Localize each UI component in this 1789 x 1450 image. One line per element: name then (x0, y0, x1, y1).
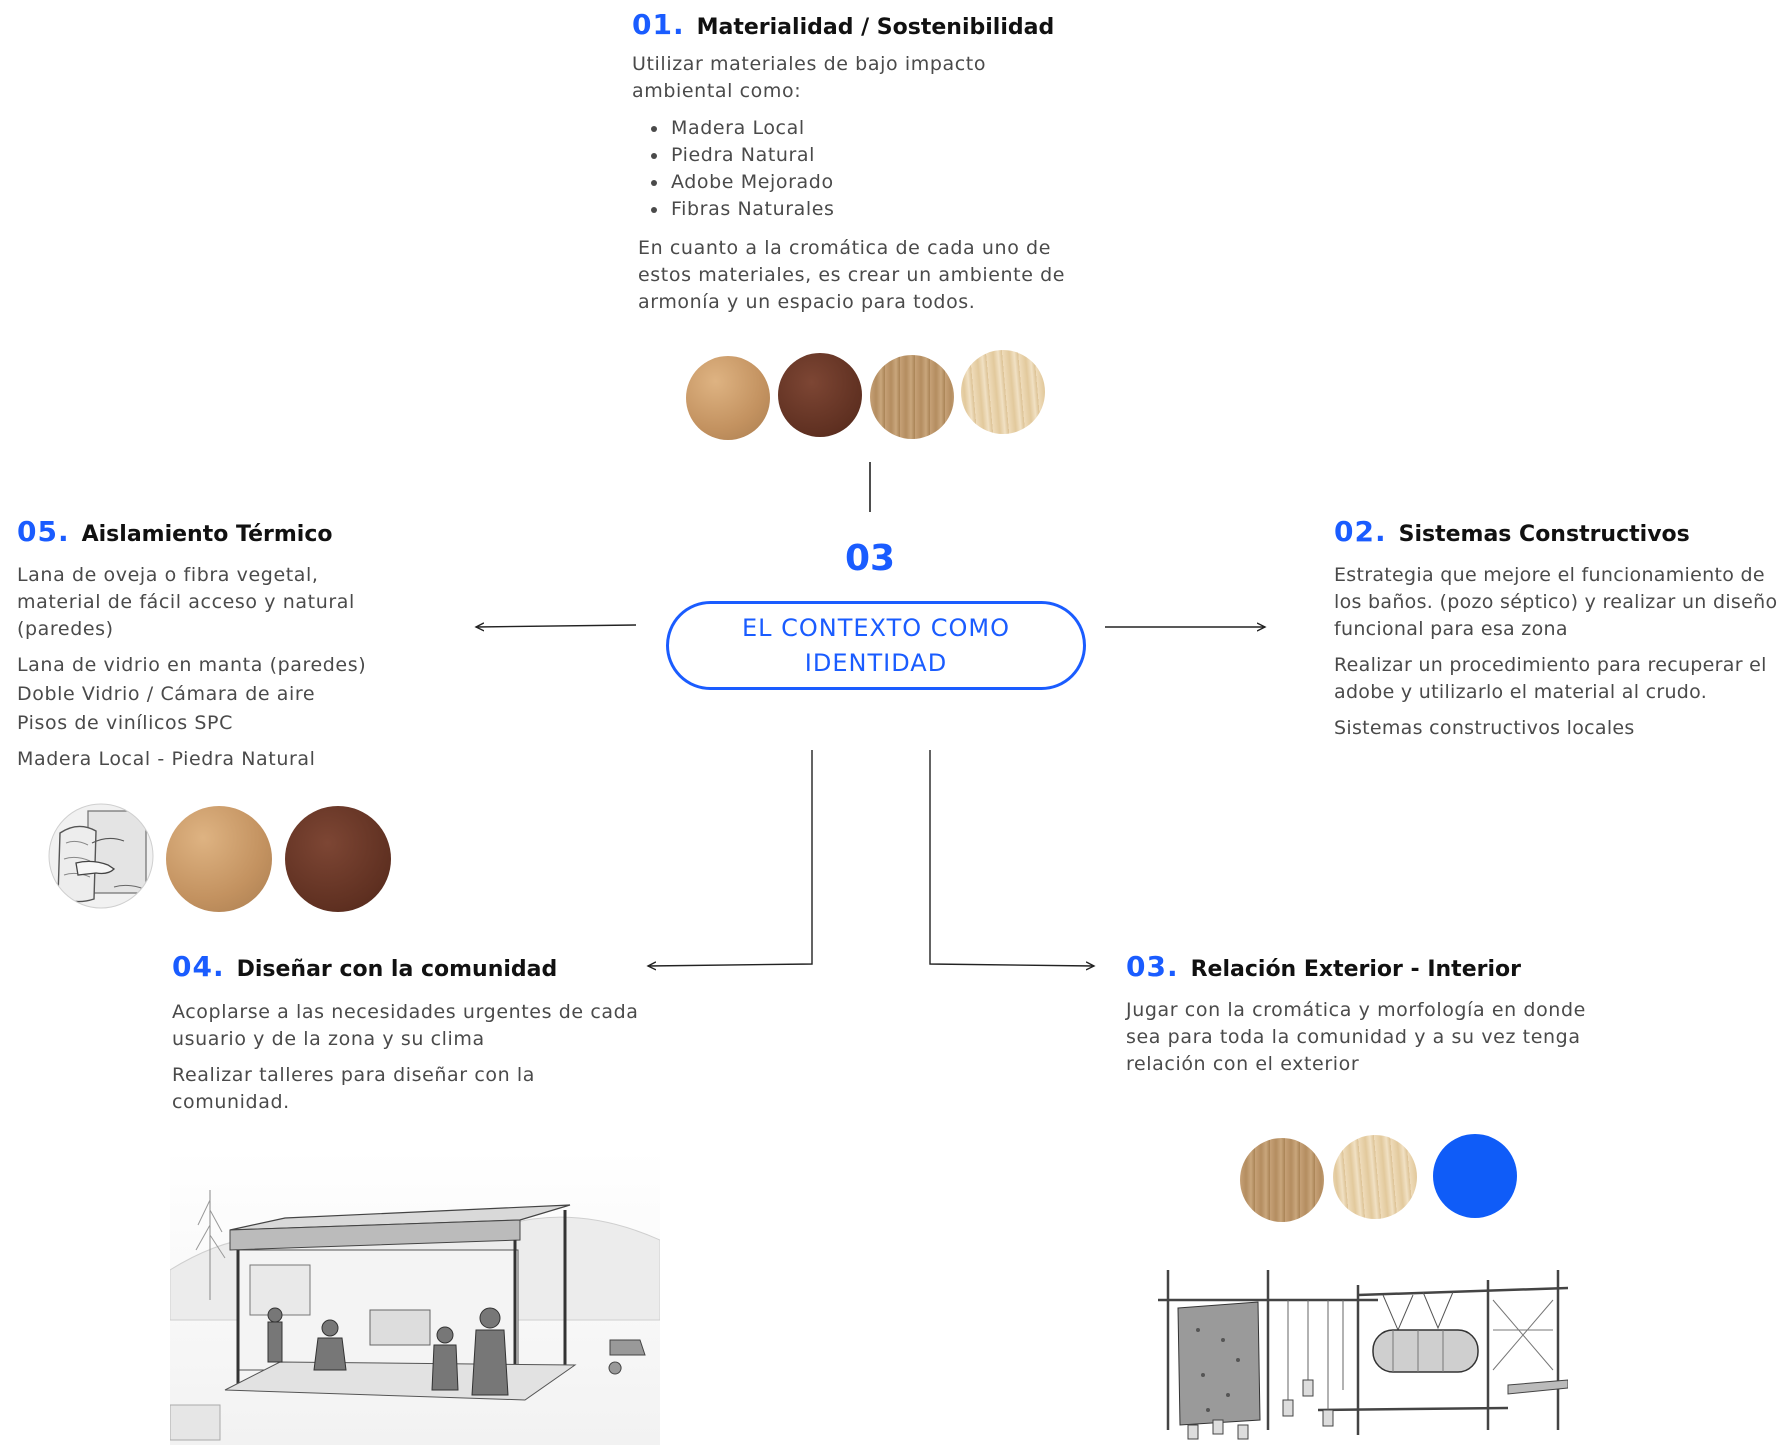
section-number: 02. (1334, 515, 1387, 548)
connector-bottom-left (648, 750, 813, 966)
section-title: Sistemas Constructivos (1398, 522, 1690, 547)
section-title: Diseñar con la comunidad (236, 957, 558, 982)
center-label-line2: IDENTIDAD (804, 648, 948, 677)
dark-wood-swatch (778, 353, 862, 437)
light-wood-swatch (961, 350, 1045, 434)
section-paragraph: Estrategia que mejore el funcionamiento … (1334, 564, 1778, 640)
section-number: 03. (1126, 950, 1179, 983)
section-03: 03. Relación Exterior - Interior Jugar c… (1126, 950, 1626, 1078)
list-item: Adobe Mejorado (669, 169, 1092, 196)
section-paragraph: Realizar talleres para diseñar con la co… (172, 1064, 536, 1113)
list-item: Fibras Naturales (669, 196, 1092, 223)
section-body: En cuanto a la cromática de cada uno de … (638, 237, 1066, 313)
section-02: 02. Sistemas Constructivos Estrategia qu… (1334, 515, 1786, 742)
section-number: 05. (17, 515, 70, 548)
section-number: 01. (632, 8, 685, 41)
center-number: 03 (844, 538, 896, 579)
medium-wood-swatch (870, 355, 954, 439)
section-paragraph: Sistemas constructivos locales (1334, 717, 1635, 739)
materials-list: Madera Local Piedra Natural Adobe Mejora… (632, 115, 1092, 223)
section-paragraph: Acoplarse a las necesidades urgentes de … (172, 1001, 639, 1050)
section-04: 04. Diseñar con la comunidad Acoplarse a… (172, 950, 692, 1116)
center-label-line1: EL CONTEXTO COMO (741, 613, 1011, 642)
section-intro: Utilizar materiales de bajo impacto ambi… (632, 53, 987, 102)
playground-structure-sketch (1128, 1260, 1568, 1445)
section-title: Relación Exterior - Interior (1190, 957, 1521, 982)
section-paragraph: Jugar con la cromática y morfología en d… (1126, 999, 1586, 1075)
section-05: 05. Aislamiento Térmico Lana de oveja o … (17, 515, 417, 773)
section-number: 04. (172, 950, 225, 983)
section-paragraph: Lana de oveja o fibra vegetal, material … (17, 564, 355, 640)
community-workshop-sketch (170, 1150, 660, 1445)
blue-swatch (1433, 1134, 1517, 1218)
dark-wood-swatch (285, 806, 391, 912)
connector-left (476, 625, 637, 627)
list-item: Piedra Natural (669, 142, 1092, 169)
cork-swatch (166, 806, 272, 912)
connector-bottom-right (929, 750, 1094, 966)
section-paragraph: Realizar un procedimiento para recuperar… (1334, 654, 1767, 703)
section-paragraph: Lana de vidrio en manta (paredes) (17, 654, 367, 676)
wool-insulation-sketch (48, 803, 154, 909)
section-title: Aislamiento Térmico (81, 522, 333, 547)
list-item: Madera Local (669, 115, 1092, 142)
center-theme-pill: EL CONTEXTO COMO IDENTIDAD (666, 601, 1086, 690)
cork-swatch (686, 356, 770, 440)
section-01: 01. Materialidad / Sostenibilidad Utiliz… (632, 8, 1092, 316)
section-title: Materialidad / Sostenibilidad (696, 15, 1055, 40)
section-paragraph: Doble Vidrio / Cámara de aire (17, 683, 316, 705)
section-paragraph: Pisos de vinílicos SPC (17, 712, 233, 734)
medium-wood-swatch (1240, 1138, 1324, 1222)
section-paragraph: Madera Local - Piedra Natural (17, 748, 316, 770)
light-wood-swatch (1333, 1135, 1417, 1219)
